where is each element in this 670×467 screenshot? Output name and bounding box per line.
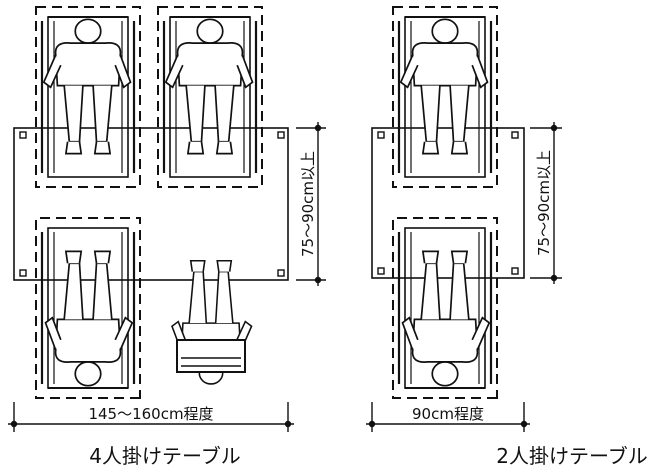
two-seat-diagram: 90cm程度 75～90cm以上 2人掛けテーブル <box>366 5 648 467</box>
four-seat-diagram: 145～160cm程度 75～90cm以上 4人掛けテーブル <box>8 5 326 467</box>
table-corner-marks <box>377 131 519 275</box>
diagram-caption: 2人掛けテーブル <box>496 444 648 467</box>
diagram-caption: 4人掛けテーブル <box>89 444 241 467</box>
wheelchair-user <box>156 5 264 189</box>
wheelchair-user <box>34 5 142 189</box>
width-label: 145～160cm程度 <box>88 405 213 423</box>
two-seat-table <box>371 127 525 279</box>
wheelchair-user <box>391 5 499 189</box>
wheelchair-user <box>34 216 142 400</box>
height-label: 75～90cm以上 <box>535 150 553 256</box>
height-dimension <box>296 122 326 286</box>
table-corner-marks <box>19 131 285 277</box>
wheelchair-user <box>391 216 499 400</box>
chair <box>176 339 246 373</box>
width-dimension <box>366 402 530 432</box>
width-label: 90cm程度 <box>412 405 484 423</box>
width-dimension <box>8 402 294 432</box>
four-seat-table <box>13 127 289 281</box>
height-label: 75～90cm以上 <box>299 151 317 257</box>
height-dimension <box>530 122 562 284</box>
